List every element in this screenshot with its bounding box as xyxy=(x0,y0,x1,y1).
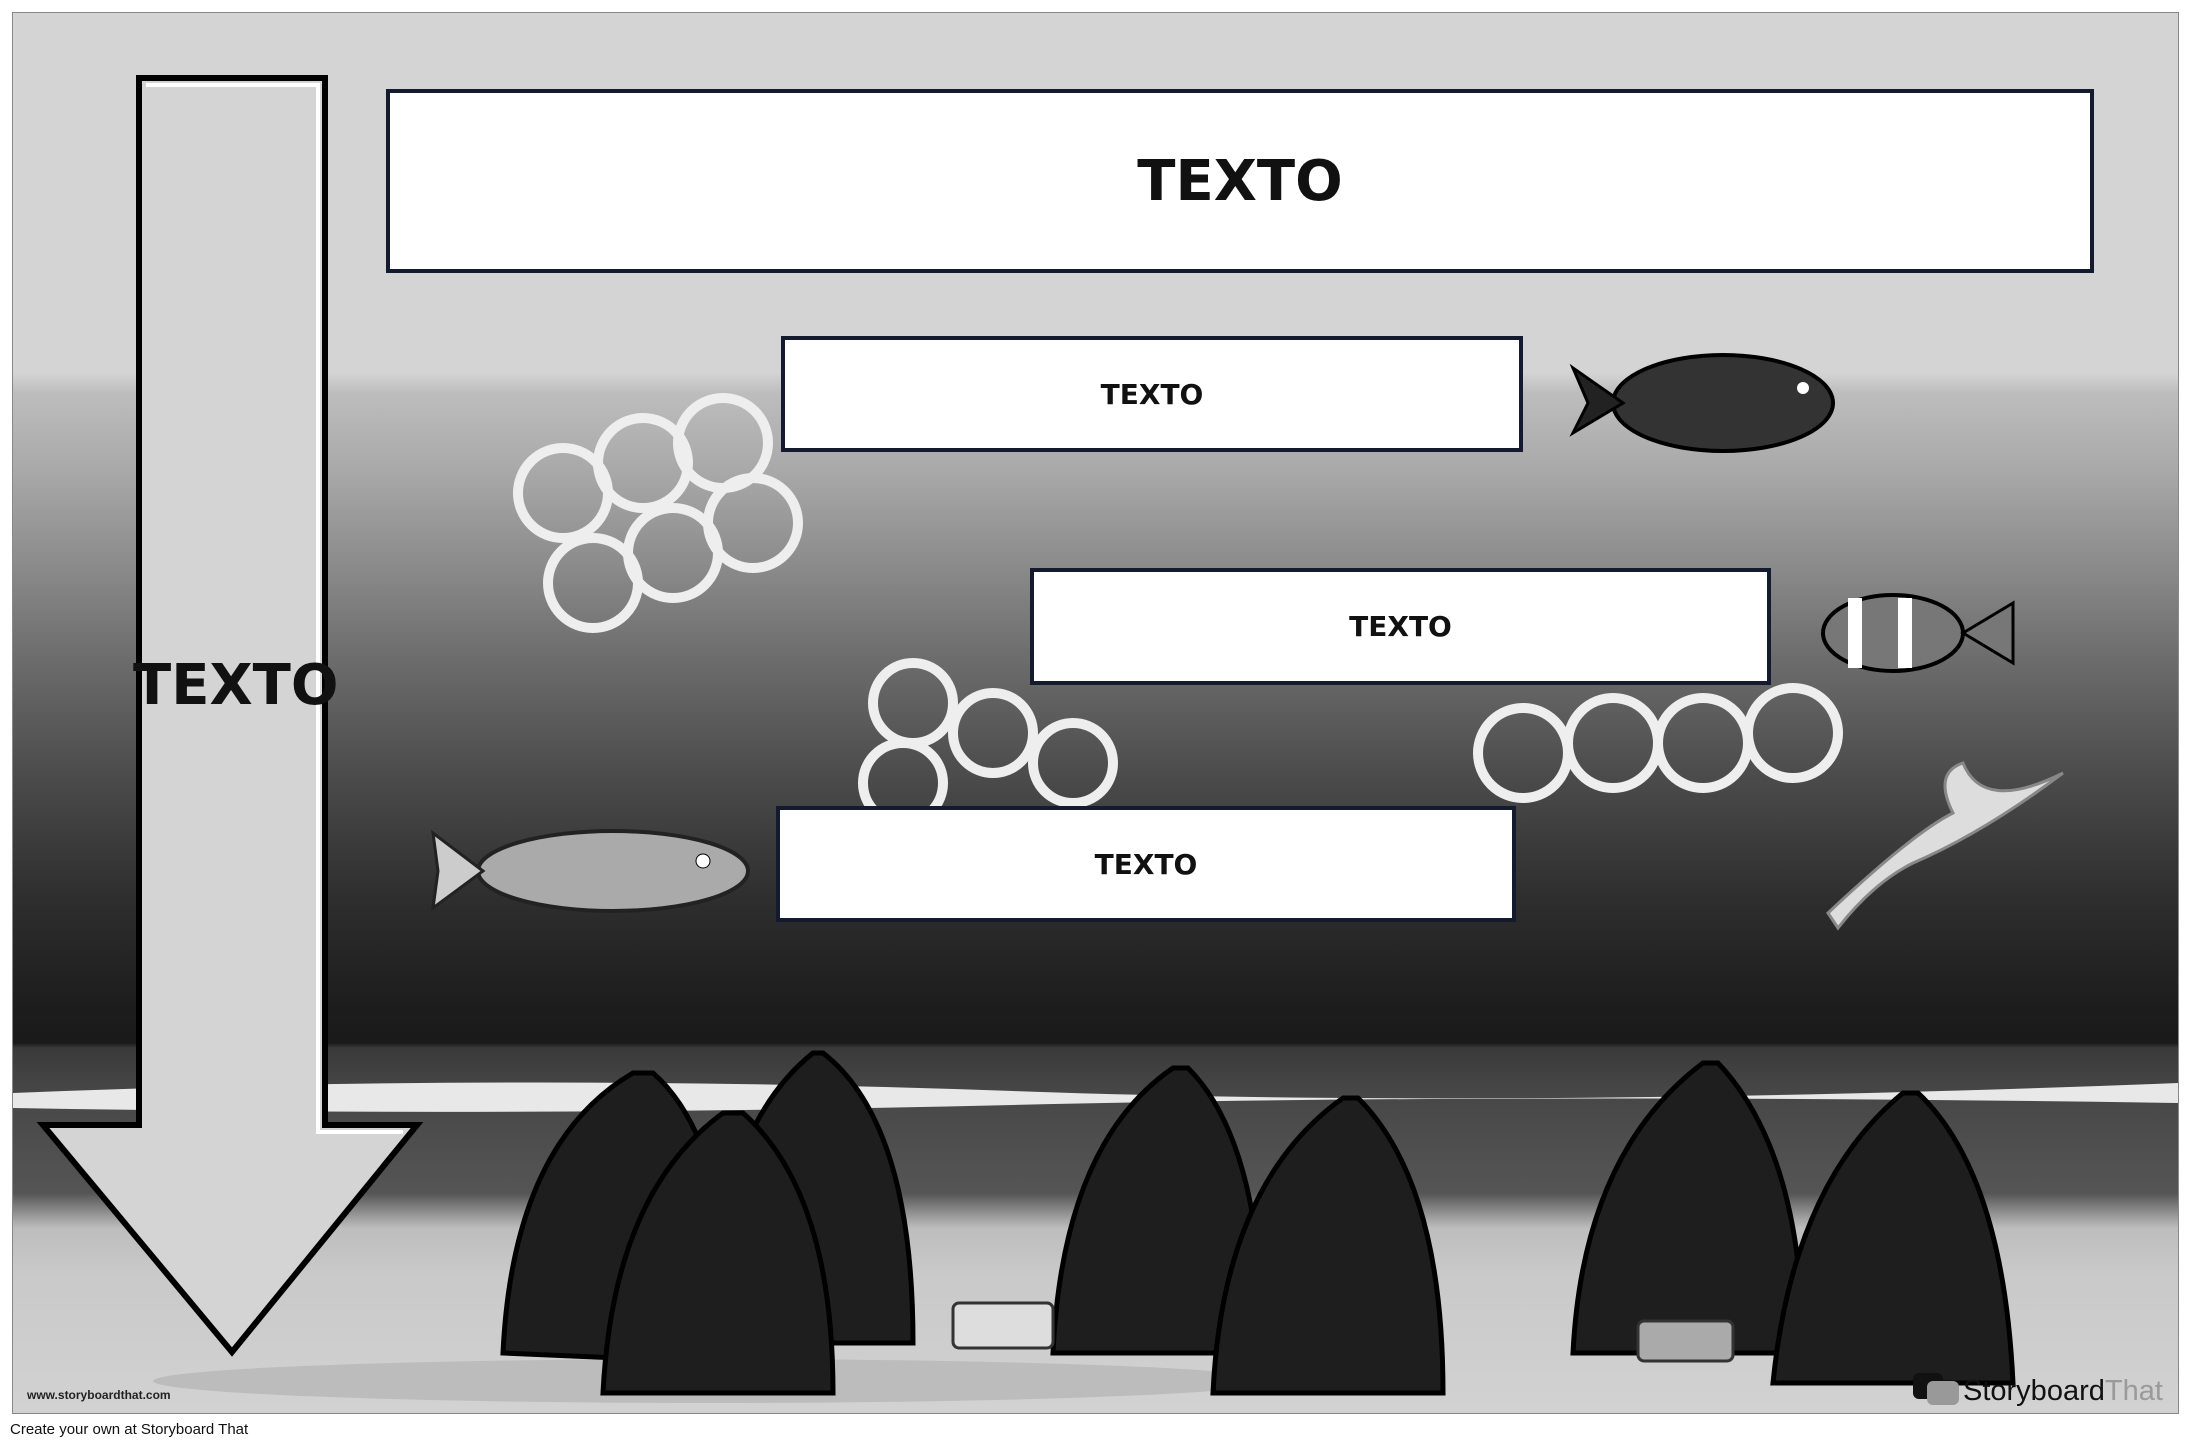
logo-text-storyboard: Storyboard xyxy=(1963,1374,2105,1407)
grouper-fish-icon xyxy=(431,829,750,913)
clownfish-icon xyxy=(1821,593,2015,673)
banana-peel-icon xyxy=(1826,761,2064,931)
speech-bubbles-icon xyxy=(1913,1373,1959,1405)
footer-link[interactable]: Create your own at Storyboard That xyxy=(10,1421,249,1438)
plastic-rings-icon xyxy=(513,393,1843,828)
logo-text-that: That xyxy=(2104,1374,2163,1407)
trash-bags xyxy=(500,1050,2016,1396)
tang-fish-icon xyxy=(1569,353,1835,453)
cup-icon xyxy=(951,1301,1055,1350)
watermark-url: www.storyboardthat.com xyxy=(27,1388,171,1402)
down-arrow-icon xyxy=(36,75,424,1357)
text-box-1[interactable]: TEXTO xyxy=(781,336,1523,452)
text-box-3[interactable]: TEXTO xyxy=(776,806,1516,922)
storyboard-canvas: TEXTO TEXTO TEXTO TEXTO TEXTO www.storyb… xyxy=(12,12,2179,1414)
title-text-box[interactable]: TEXTO xyxy=(386,89,2094,273)
can-icon xyxy=(1636,1319,1735,1363)
ocean-scene xyxy=(13,75,2178,1403)
wave-foam xyxy=(13,1082,2178,1112)
text-box-2[interactable]: TEXTO xyxy=(1030,568,1771,685)
arrow-highlight xyxy=(146,83,403,1134)
arrow-label[interactable]: TEXTO xyxy=(133,653,339,718)
